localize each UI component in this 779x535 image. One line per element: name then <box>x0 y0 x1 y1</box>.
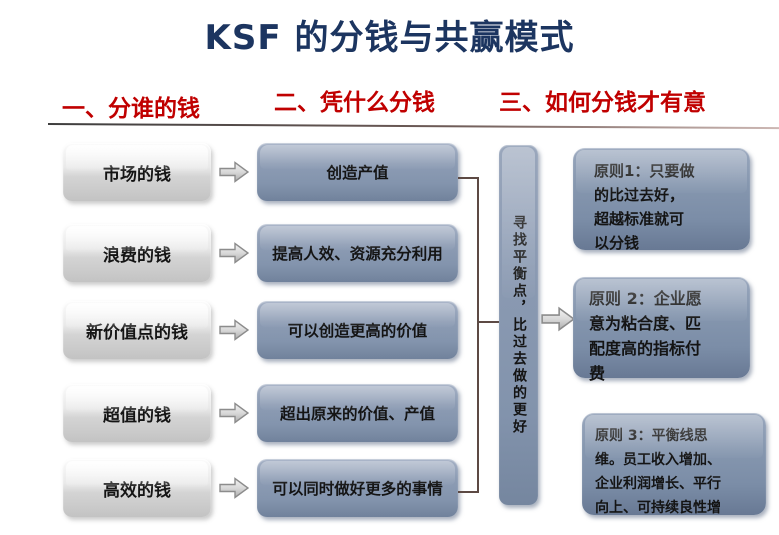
source-box: 市场的钱 <box>63 143 211 201</box>
principle-line: 以分钱 <box>594 234 640 252</box>
principle-line: 向上、可持续良性增 <box>595 500 721 516</box>
block-arrow-right-icon <box>219 161 249 183</box>
method-box: 创造产值 <box>257 143 458 201</box>
principle-line: 的比过去好， <box>594 186 685 204</box>
block-arrow-right-icon <box>219 242 249 264</box>
section-header-2: 二、凭什么分钱 <box>274 90 435 116</box>
source-box: 高效的钱 <box>63 459 211 517</box>
block-arrow-right-icon <box>219 477 249 499</box>
connector-line <box>458 177 478 179</box>
principle-line: 原则1：只要做 <box>594 162 695 180</box>
method-box-label: 可以创造更高的价值 <box>287 322 428 340</box>
principle-line: 维。员工收入增加、 <box>595 452 721 468</box>
source-box-label: 超值的钱 <box>103 405 171 426</box>
principle-line: 意为粘合度、匹 <box>589 314 702 333</box>
method-box: 提高人效、资源充分利用 <box>257 224 458 282</box>
block-arrow-right-icon <box>219 319 249 341</box>
balance-box: 寻找平衡点，比过去做的更好 <box>499 145 538 505</box>
method-box: 超出原来的价值、产值 <box>257 384 458 442</box>
method-box-label: 超出原来的价值、产值 <box>279 405 435 423</box>
principle-line: 企业利润增长、平行 <box>595 476 721 492</box>
source-box: 超值的钱 <box>63 384 211 442</box>
page-title: KSF 的分钱与共赢模式 <box>204 18 575 58</box>
block-arrow-right-icon <box>541 306 575 332</box>
source-box-label: 高效的钱 <box>103 480 171 501</box>
source-box-label: 新价值点的钱 <box>86 322 188 343</box>
principle-line: 配度高的指标付 <box>589 339 702 358</box>
principle-line: 原则 3：平衡线思 <box>595 428 708 444</box>
method-box-label: 可以同时做好更多的事情 <box>272 480 443 498</box>
section-header-1: 一、分谁的钱 <box>62 96 200 122</box>
connector-line <box>477 177 479 493</box>
balance-box-label: 寻找平衡点，比过去做的更好 <box>511 214 527 436</box>
source-box-label: 浪费的钱 <box>103 245 171 266</box>
method-box: 可以同时做好更多的事情 <box>257 459 458 517</box>
header-underline <box>47 123 779 130</box>
principle-line: 费 <box>589 364 606 383</box>
block-arrow-right-icon <box>219 402 249 424</box>
principle-box-2: 原则 2：企业愿 意为粘合度、匹 配度高的指标付 费 <box>573 277 750 383</box>
section-header-3: 三、如何分钱才有意 <box>499 90 706 116</box>
principle-box-3: 原则 3：平衡线思 维。员工收入增加、 企业利润增长、平行 向上、可持续良性增 <box>582 413 766 516</box>
principle-box-1: 原则1：只要做 的比过去好， 超越标准就可 以分钱 <box>573 148 750 252</box>
method-box-label: 创造产值 <box>326 164 389 182</box>
source-box: 新价值点的钱 <box>63 301 211 359</box>
principle-line: 超越标准就可 <box>594 210 685 228</box>
connector-line <box>458 491 478 493</box>
source-box-label: 市场的钱 <box>103 164 171 185</box>
method-box-label: 提高人效、资源充分利用 <box>272 245 443 263</box>
principle-line: 原则 2：企业愿 <box>589 289 702 308</box>
source-box: 浪费的钱 <box>63 224 211 282</box>
connector-line <box>479 321 500 323</box>
method-box: 可以创造更高的价值 <box>257 301 458 359</box>
